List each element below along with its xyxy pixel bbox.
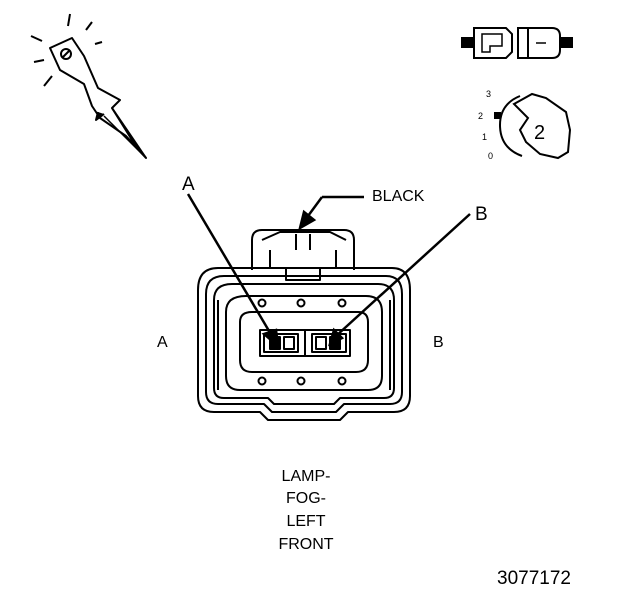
position-value: 2: [534, 122, 545, 144]
caption-line-4: FRONT: [278, 536, 333, 553]
position-scale-1: 1: [482, 132, 487, 142]
position-scale-0: 0: [488, 151, 493, 161]
side-b-label: B: [433, 334, 444, 351]
probe-ray-icon: [67, 13, 71, 27]
caption-line-1: LAMP-: [282, 468, 331, 485]
connector-caption: LAMP- FOG- LEFT FRONT: [278, 468, 333, 553]
callout-a-leader: [186, 193, 274, 337]
test-probe-icon: [30, 13, 147, 159]
callout-a-arrowhead-icon: [261, 328, 280, 350]
probe-ray-icon: [30, 35, 43, 42]
caption-line-2: FOG-: [286, 490, 326, 507]
probe-ray-icon: [94, 41, 103, 45]
side-a-label: A: [157, 334, 168, 351]
color-arrowhead-icon: [298, 209, 317, 231]
caption-line-3: LEFT: [286, 513, 325, 530]
connector-position-icon: 3 2 1 0 2: [478, 89, 572, 161]
probe-ray-icon: [43, 75, 53, 87]
connector-mating-icon: [461, 27, 573, 59]
color-leader-diagonal: [306, 196, 324, 217]
callout-b-leader: [335, 213, 471, 337]
connector-face: [197, 229, 411, 421]
position-scale-2: 2: [478, 111, 483, 121]
callout-a-label: A: [182, 174, 195, 195]
callout-b-arrowhead-icon: [328, 327, 345, 347]
position-scale-3: 3: [486, 89, 491, 99]
part-number: 3077172: [497, 568, 571, 589]
callout-b-label: B: [475, 204, 488, 225]
leader-lines: [186, 193, 471, 350]
probe-ray-icon: [33, 59, 45, 63]
color-label: BLACK: [372, 188, 425, 205]
probe-ray-icon: [85, 21, 93, 31]
position-marker-icon: [494, 112, 501, 119]
